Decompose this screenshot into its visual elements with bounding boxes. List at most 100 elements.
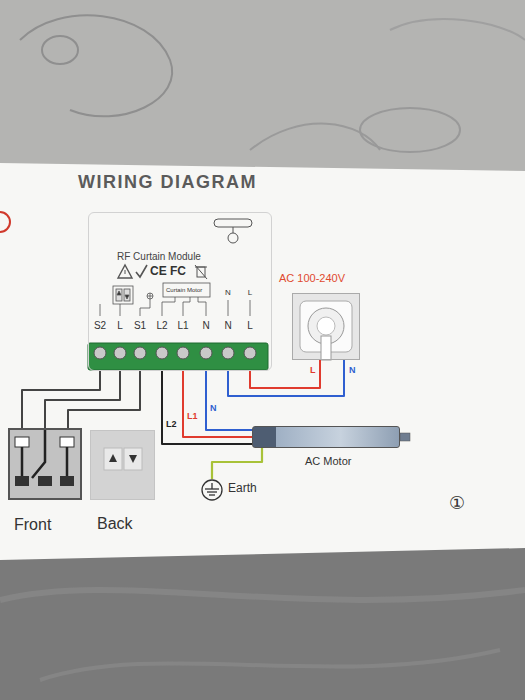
terminal-name: N xyxy=(202,320,209,331)
table-background xyxy=(360,108,460,152)
wire xyxy=(68,371,140,428)
back-switch xyxy=(129,455,137,463)
terminal-name: L2 xyxy=(156,320,167,331)
module-schematic xyxy=(150,293,151,299)
terminal-block xyxy=(200,347,212,359)
cert-mark: FC xyxy=(170,265,186,278)
module-schematic xyxy=(228,300,250,316)
terminal-block xyxy=(244,347,256,359)
back-switch xyxy=(90,430,155,500)
earth-symbol xyxy=(211,483,212,489)
front-switch xyxy=(22,430,67,478)
terminal-name: L1 xyxy=(177,320,188,331)
module-icons xyxy=(195,265,207,279)
terminal-block xyxy=(114,347,126,359)
cert-mark: CE xyxy=(150,265,167,278)
pin-name: N xyxy=(225,289,231,298)
module-schematic xyxy=(116,289,122,301)
module-schematic xyxy=(162,297,206,316)
module-icons xyxy=(118,265,132,278)
terminal-block xyxy=(177,347,189,359)
front-switch xyxy=(8,428,82,500)
paper-sheet xyxy=(0,163,525,560)
wire-label: N xyxy=(348,366,357,376)
callout-number: ① xyxy=(449,494,465,514)
switch-view-label: Back xyxy=(97,515,133,533)
wire-label: N xyxy=(209,404,218,414)
earth-symbol xyxy=(209,494,215,495)
wall-socket xyxy=(317,317,335,335)
earth-terminal: Earth xyxy=(201,479,223,501)
terminal-name: L xyxy=(117,320,123,331)
paper-sheet xyxy=(0,212,10,232)
front-switch xyxy=(60,437,74,447)
terminal-block xyxy=(134,347,146,359)
front-switch xyxy=(15,476,29,486)
table-background xyxy=(0,0,525,175)
front-switch xyxy=(38,476,52,486)
module-icon-label: Curtain Motor xyxy=(166,287,202,294)
ac-motor: AC Motor xyxy=(252,426,400,448)
terminal-name: S2 xyxy=(94,320,106,331)
module-icons xyxy=(233,227,234,233)
terminal-block xyxy=(156,347,168,359)
module-schematic xyxy=(113,286,133,304)
front-switch xyxy=(60,476,74,486)
front-switch: Front xyxy=(8,428,82,500)
wire xyxy=(206,371,252,430)
module-schematic xyxy=(117,291,121,295)
module-icons xyxy=(214,219,252,227)
front-switch xyxy=(8,428,82,500)
terminal-block xyxy=(88,343,268,370)
motor-label: AC Motor xyxy=(305,455,351,467)
wall-socket xyxy=(292,293,360,360)
module-icons xyxy=(118,219,252,279)
back-switch xyxy=(90,430,155,500)
module-schematic xyxy=(125,295,129,299)
back-switch xyxy=(104,448,122,470)
back-switch xyxy=(124,448,142,470)
table-background xyxy=(42,36,78,64)
diagram-title: WIRING DIAGRAM xyxy=(78,173,257,193)
motor-rod xyxy=(400,433,410,441)
terminal-block xyxy=(94,347,106,359)
pin-name: L xyxy=(248,289,252,298)
wall-socket xyxy=(292,293,360,360)
module-icons xyxy=(125,270,126,274)
module-name: RF Curtain Module xyxy=(117,251,201,262)
power-socket: AC 100-240V xyxy=(292,293,360,360)
module-schematic xyxy=(147,293,153,299)
back-switch: Back xyxy=(90,430,155,500)
earth-symbol xyxy=(202,480,222,500)
motor-rod xyxy=(400,433,410,441)
module-schematic xyxy=(100,304,120,316)
module-schematic xyxy=(140,299,150,316)
back-switch xyxy=(109,454,117,462)
wire-label: L xyxy=(309,366,317,376)
terminal-name: L xyxy=(247,320,253,331)
module-icons xyxy=(228,233,238,243)
wire-label: L2 xyxy=(165,420,178,430)
earth-symbol xyxy=(207,491,217,492)
earth-symbol xyxy=(205,488,219,489)
switch-view-label: Front xyxy=(14,516,51,534)
wire xyxy=(228,360,344,396)
paper-sheet xyxy=(0,163,525,560)
terminal-block xyxy=(88,343,268,370)
wire xyxy=(250,360,320,388)
table-background xyxy=(390,19,525,40)
wire-label: L1 xyxy=(186,412,199,422)
wire xyxy=(183,371,252,437)
terminal-block xyxy=(222,347,234,359)
earth-symbol xyxy=(202,480,222,500)
front-switch xyxy=(15,437,29,447)
terminal-name: S1 xyxy=(134,320,146,331)
table-background xyxy=(20,15,172,116)
wire xyxy=(162,371,252,444)
module-schematic xyxy=(163,283,210,297)
terminal-name: N xyxy=(224,320,231,331)
